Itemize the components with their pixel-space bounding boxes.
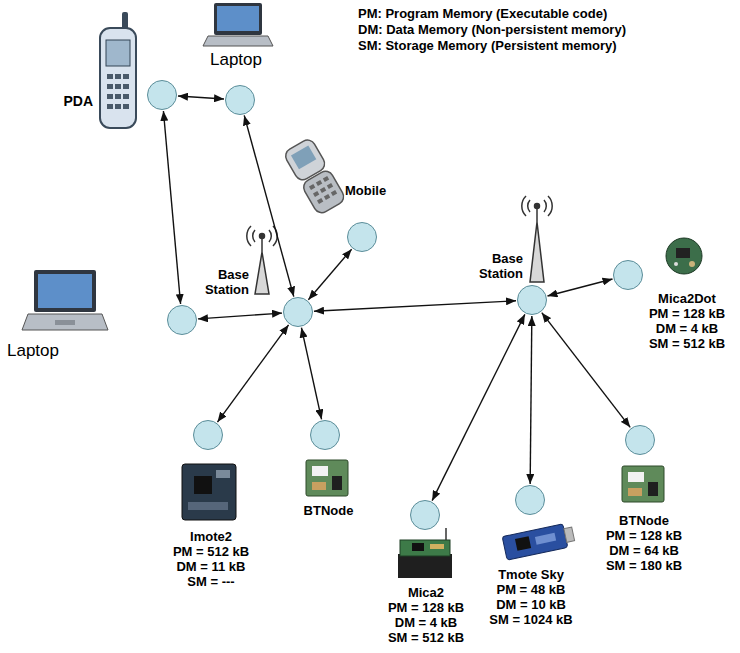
network-node: Base Station — [283, 297, 313, 327]
antenna-symbol — [522, 196, 552, 282]
memory-spec: DM = 64 kB — [589, 543, 699, 558]
network-node: PDA — [147, 80, 177, 110]
memory-spec: DM = 10 kB — [476, 597, 586, 612]
network-node: Mica2DotPM = 128 kBDM = 4 kBSM = 512 kB — [613, 260, 643, 290]
device-label-block: Mica2PM = 128 kBDM = 4 kBSM = 512 kB — [371, 585, 481, 645]
device-label-block: Base Station — [191, 267, 249, 297]
device-label-block: Tmote SkyPM = 48 kBDM = 10 kBSM = 1024 k… — [476, 567, 586, 627]
device-label-block: Mobile — [345, 183, 415, 198]
network-node: Mobile — [347, 222, 377, 252]
memory-spec: PM = 128 kB — [639, 306, 735, 321]
btnode-picture — [622, 466, 664, 502]
btnode-picture — [306, 460, 348, 496]
memory-spec: SM = --- — [156, 574, 266, 589]
network-node: Tmote SkyPM = 48 kBDM = 10 kBSM = 1024 k… — [515, 485, 545, 515]
tmote-picture — [502, 522, 575, 560]
device-label-block: Base Station — [463, 251, 523, 281]
device-label-block: Laptop — [191, 50, 281, 69]
laptop-picture — [203, 3, 273, 46]
device-label: Laptop — [191, 50, 281, 69]
legend-note: SM: Storage Memory (Persistent memory) — [358, 38, 626, 54]
device-label-block: BTNodePM = 128 kBDM = 64 kBSM = 180 kB — [589, 513, 699, 573]
device-label: Imote2 — [156, 529, 266, 544]
device-label: BTNode — [286, 503, 371, 518]
mica2dot-picture — [666, 238, 702, 274]
memory-spec: DM = 4 kB — [371, 615, 481, 630]
link-arrow — [217, 325, 288, 422]
legend-note: DM: Data Memory (Non-persistent memory) — [358, 22, 626, 38]
device-label: Tmote Sky — [476, 567, 586, 582]
device-label: Base Station — [463, 251, 523, 281]
link-arrow — [244, 115, 294, 296]
device-label: Mobile — [345, 183, 415, 198]
link-arrow — [308, 249, 351, 300]
link-arrow — [542, 313, 630, 428]
network-node: Mica2PM = 128 kBDM = 4 kBSM = 512 kB — [410, 500, 440, 530]
memory-spec: SM = 1024 kB — [476, 612, 586, 627]
device-label: Mica2 — [371, 585, 481, 600]
device-label: Mica2Dot — [639, 291, 735, 306]
device-label: PDA — [41, 94, 93, 109]
link-arrow — [163, 111, 180, 304]
device-label-block: Imote2PM = 512 kBDM = 11 kBSM = --- — [156, 529, 266, 589]
imote2-picture — [182, 464, 236, 520]
memory-spec: SM = 180 kB — [589, 558, 699, 573]
link-arrow — [314, 301, 516, 311]
device-label: Laptop — [7, 341, 97, 360]
device-label: BTNode — [589, 513, 699, 528]
link-arrow — [432, 314, 525, 500]
network-node: Laptop — [167, 305, 197, 335]
link-arrow — [530, 316, 532, 484]
memory-spec: PM = 128 kB — [371, 600, 481, 615]
device-label: Base Station — [191, 267, 249, 297]
device-label-block: BTNode — [286, 503, 371, 518]
device-label-block: Mica2DotPM = 128 kBDM = 4 kBSM = 512 kB — [639, 291, 735, 351]
memory-spec: PM = 512 kB — [156, 544, 266, 559]
memory-spec: SM = 512 kB — [371, 630, 481, 645]
legend-note: PM: Program Memory (Executable code) — [358, 6, 626, 22]
link-arrow — [198, 313, 282, 319]
antenna-symbol — [247, 226, 277, 294]
network-node: BTNode — [310, 420, 340, 450]
network-node: BTNodePM = 128 kBDM = 64 kBSM = 180 kB — [625, 425, 655, 455]
link-arrow — [547, 279, 612, 296]
memory-spec: PM = 128 kB — [589, 528, 699, 543]
device-label-block: PDA — [41, 94, 93, 109]
network-node: Base Station — [517, 285, 547, 315]
network-node: Laptop — [225, 85, 255, 115]
laptop-picture — [22, 270, 108, 330]
link-arrow — [178, 96, 224, 99]
link-arrow — [301, 328, 321, 420]
mobile-picture — [283, 137, 347, 215]
memory-spec: SM = 512 kB — [639, 336, 735, 351]
pda-picture — [100, 12, 136, 128]
device-label-block: Laptop — [7, 341, 97, 360]
memory-spec: DM = 4 kB — [639, 321, 735, 336]
network-node: Imote2PM = 512 kBDM = 11 kBSM = --- — [193, 420, 223, 450]
memory-spec: DM = 11 kB — [156, 559, 266, 574]
mica2-picture — [398, 528, 452, 578]
legend-notes: PM: Program Memory (Executable code)DM: … — [358, 6, 626, 54]
memory-spec: PM = 48 kB — [476, 582, 586, 597]
